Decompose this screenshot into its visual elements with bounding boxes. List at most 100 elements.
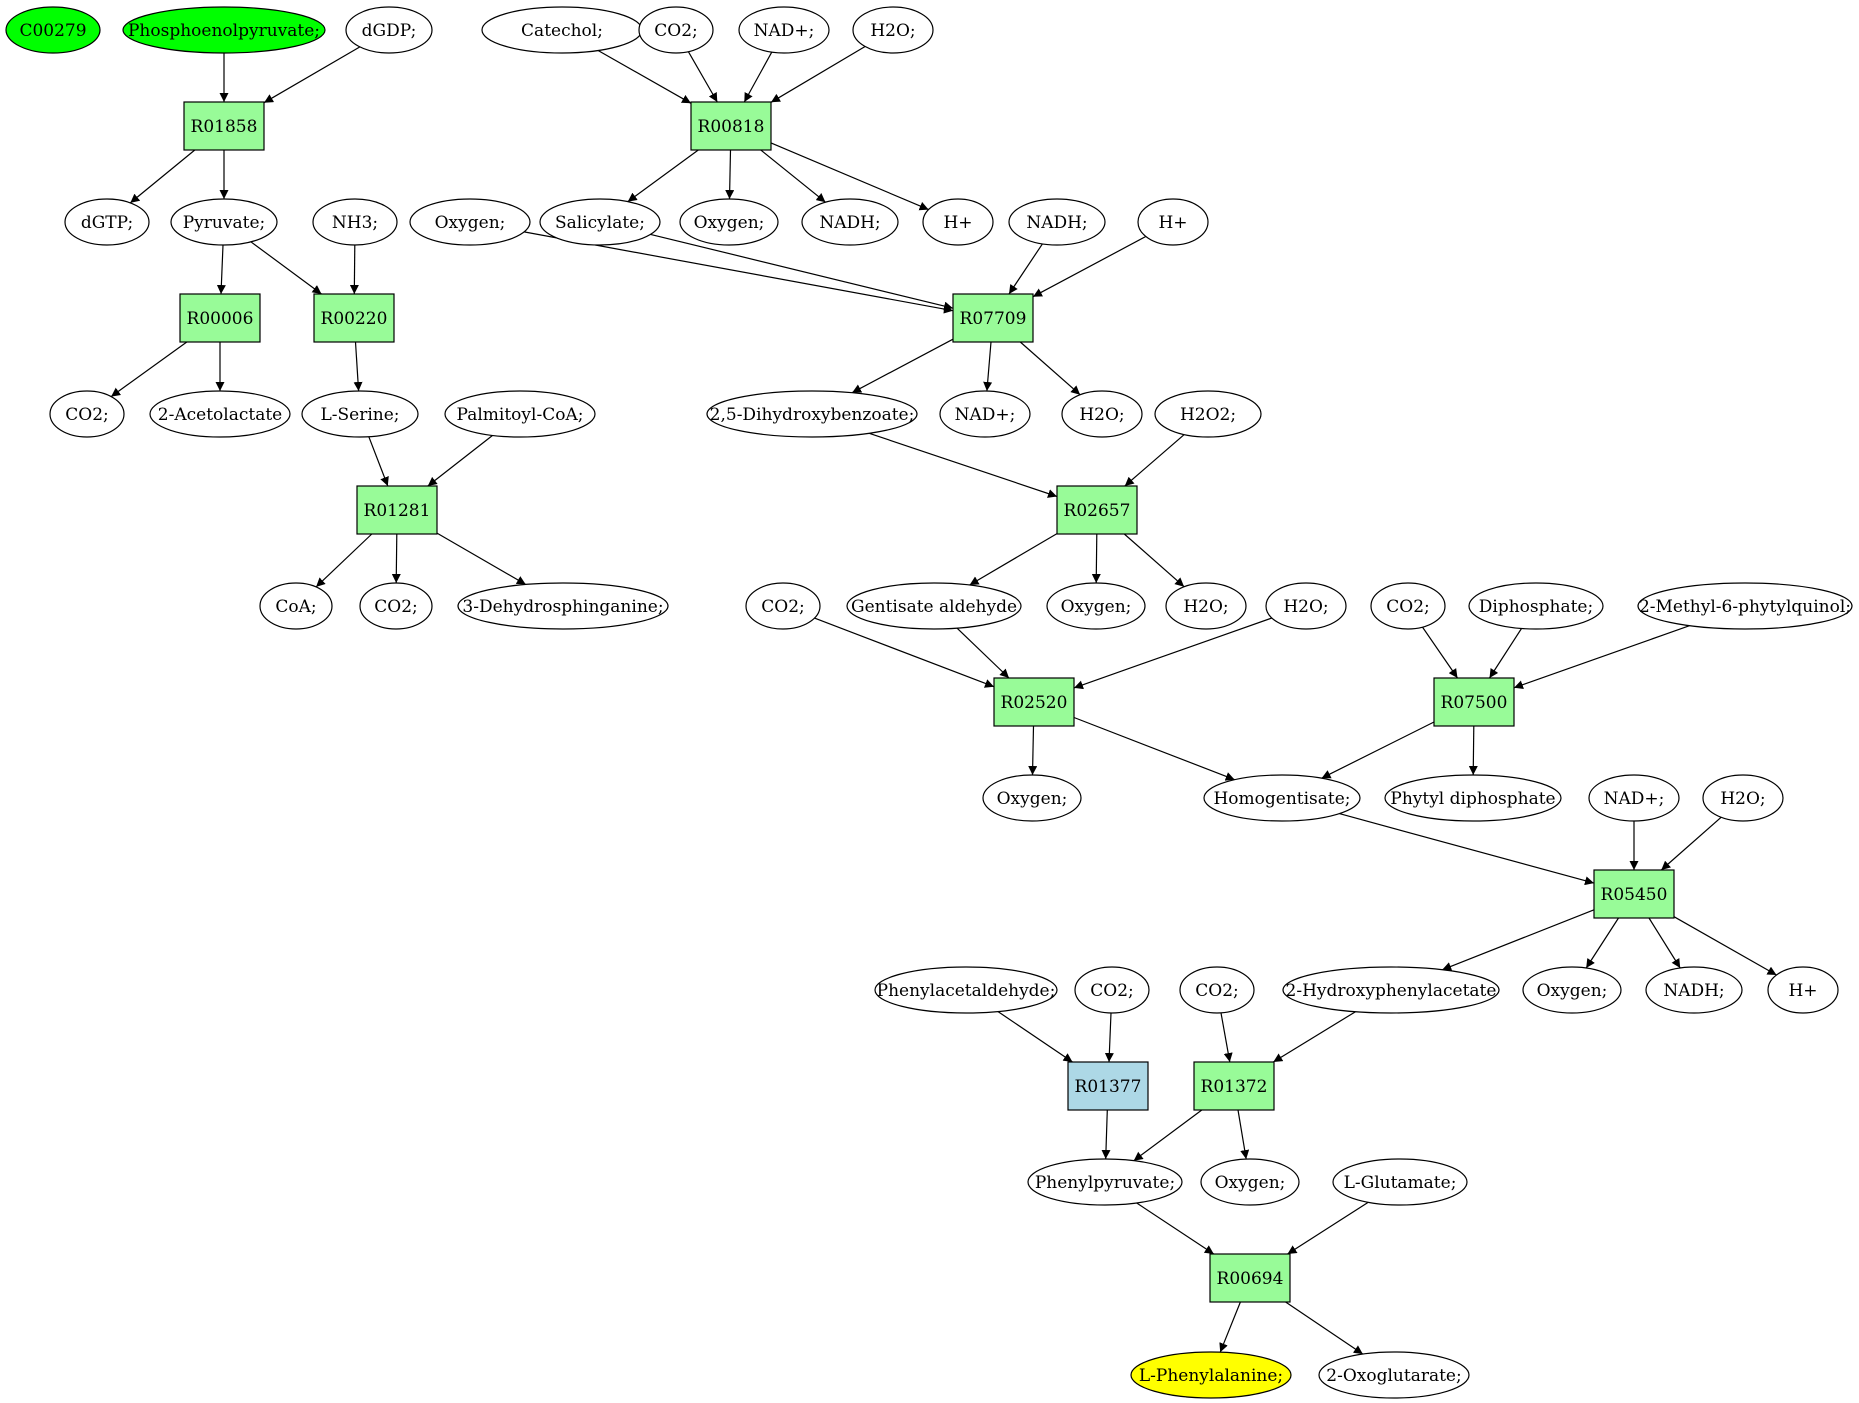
- compound-label: CO2;: [761, 597, 805, 617]
- compound-node: Phenylacetaldehyde;: [874, 966, 1058, 1014]
- edge-r7-c36: [1028, 725, 1038, 776]
- reaction-node: R00694: [1209, 1253, 1291, 1303]
- compound-label: 3-Dehydrosphinganine;: [462, 597, 663, 617]
- compound-label: Phenylacetaldehyde;: [877, 981, 1056, 1001]
- compound-label: H2O2;: [1180, 405, 1236, 425]
- compound-ellipse: [64, 198, 150, 246]
- compound-node: Oxygen;: [409, 198, 531, 246]
- edge-r12-c51: [1219, 1301, 1241, 1353]
- compound-ellipse: [444, 390, 596, 438]
- compound-label: H+: [1788, 981, 1817, 1001]
- compound-ellipse: [1767, 966, 1839, 1014]
- compound-ellipse: [1046, 582, 1146, 630]
- reaction-node: R02657: [1056, 485, 1138, 535]
- edge-layer: [110, 45, 1777, 1355]
- edge-r7-c37: [1073, 716, 1235, 781]
- compound-label: Diphosphate;: [1479, 597, 1593, 617]
- compound-ellipse: [1522, 966, 1622, 1014]
- compound-label: dGTP;: [81, 213, 133, 233]
- compound-ellipse: [1165, 582, 1247, 630]
- reaction-node: R07500: [1433, 677, 1515, 727]
- reaction-label: R02657: [1064, 501, 1131, 521]
- compound-node: Oxygen;: [1200, 1158, 1300, 1206]
- compound-node: H+: [922, 198, 994, 246]
- compound-node: NADH;: [1645, 966, 1743, 1014]
- compound-label: Oxygen;: [435, 213, 506, 233]
- compound-ellipse: [1130, 1351, 1292, 1399]
- compound-ellipse: [5, 6, 101, 54]
- reaction-box: [183, 101, 265, 151]
- reaction-box: [1209, 1253, 1291, 1303]
- reaction-node: R01281: [356, 485, 438, 535]
- compound-ellipse: [1137, 198, 1209, 246]
- compound-ellipse: [939, 390, 1031, 438]
- edge-r1-c6: [110, 341, 188, 398]
- reaction-label: R01372: [1201, 1077, 1268, 1097]
- compound-label: NAD+;: [1604, 789, 1665, 809]
- compound-node: CO2;: [638, 6, 714, 54]
- compound-node: NAD+;: [939, 390, 1031, 438]
- reaction-box: [356, 485, 438, 535]
- reaction-box: [1056, 485, 1138, 535]
- compound-label: NADH;: [1026, 213, 1087, 233]
- compound-ellipse: [312, 198, 398, 246]
- compound-label: C00279: [19, 21, 86, 41]
- reaction-label: R07709: [960, 309, 1027, 329]
- compound-ellipse: [1282, 966, 1500, 1014]
- reaction-box: [1067, 1061, 1149, 1111]
- edge-c5-r2: [349, 244, 359, 295]
- compound-node: 2,5-Dihydroxybenzoate;: [706, 390, 918, 438]
- compound-ellipse: [1203, 774, 1361, 822]
- compound-label: H+: [943, 213, 972, 233]
- reaction-node: R07709: [952, 293, 1034, 343]
- compound-node: NADH;: [801, 198, 899, 246]
- compound-label: CO2;: [1386, 597, 1430, 617]
- edge-c22-r5: [1008, 243, 1043, 295]
- compound-label: H2O;: [1720, 789, 1765, 809]
- reaction-label: R01281: [364, 501, 431, 521]
- compound-node: 2-Hydroxyphenylacetate: [1282, 966, 1500, 1014]
- reaction-box: [313, 293, 395, 343]
- compound-label: NAD+;: [955, 405, 1016, 425]
- edge-c18-r5: [650, 233, 954, 311]
- compound-ellipse: [1588, 774, 1680, 822]
- reaction-label: R05450: [1601, 885, 1668, 905]
- edge-r6-c31: [1123, 533, 1185, 588]
- compound-label: Oxygen;: [1061, 597, 1132, 617]
- compound-ellipse: [122, 6, 326, 54]
- edge-r5-c26: [1019, 341, 1081, 396]
- reaction-node: R00006: [179, 293, 261, 343]
- compound-node: H2O;: [1702, 774, 1784, 822]
- compound-label: L-Phenylalanine;: [1139, 1366, 1283, 1386]
- compound-ellipse: [1061, 390, 1143, 438]
- edge-c9-r3: [427, 434, 493, 487]
- edge-c13-r4: [597, 49, 692, 104]
- compound-node: CO2;: [49, 390, 125, 438]
- compound-label: H2O;: [1283, 597, 1328, 617]
- compound-label: CO2;: [654, 21, 698, 41]
- edge-c4-r2: [250, 241, 322, 295]
- compound-ellipse: [170, 198, 278, 246]
- edge-c44-r11: [1272, 1011, 1356, 1063]
- compound-ellipse: [49, 390, 125, 438]
- edge-c48-r12: [1136, 1202, 1215, 1255]
- compound-label: Oxygen;: [997, 789, 1068, 809]
- compound-node: H+: [1137, 198, 1209, 246]
- compound-label: CO2;: [1195, 981, 1239, 1001]
- compound-node: Oxygen;: [1046, 582, 1146, 630]
- compound-label: H2O;: [870, 21, 915, 41]
- compound-ellipse: [1332, 1158, 1468, 1206]
- edge-r2-c8: [353, 341, 363, 392]
- compound-node: H2O;: [1061, 390, 1143, 438]
- compound-ellipse: [1027, 1158, 1183, 1206]
- compound-ellipse: [457, 582, 669, 630]
- edge-r9-c46: [1648, 917, 1681, 969]
- compound-ellipse: [1074, 966, 1150, 1014]
- reaction-label: R07500: [1441, 693, 1508, 713]
- edge-c37-r9: [1339, 813, 1595, 886]
- compound-node: 2-Acetolactate: [149, 390, 291, 438]
- compound-label: Phenylpyruvate;: [1035, 1173, 1175, 1193]
- compound-label: CO2;: [1090, 981, 1134, 1001]
- compound-label: L-Glutamate;: [1344, 1173, 1457, 1193]
- reaction-label: R02520: [1001, 693, 1068, 713]
